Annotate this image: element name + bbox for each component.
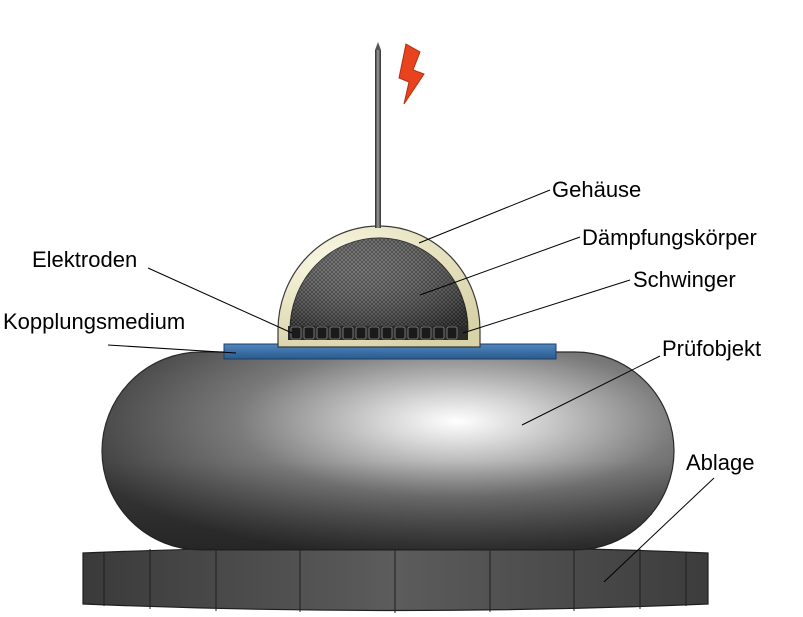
label-schwinger: Schwinger xyxy=(633,267,736,292)
transducer-element xyxy=(288,326,468,340)
label-gehaeuse: Gehäuse xyxy=(552,177,641,202)
leader-line-schwinger xyxy=(462,279,631,334)
label-pruefobjekt: Prüfobjekt xyxy=(662,336,761,361)
lightning-bolt-icon xyxy=(398,43,425,105)
label-elektroden: Elektroden xyxy=(32,247,137,272)
test-object-torus xyxy=(101,351,675,551)
signal-cable-rod xyxy=(375,42,381,228)
leader-line-kopplungsmedium xyxy=(107,344,237,354)
leader-line-daempfungskoerper xyxy=(419,236,581,296)
leader-line-elektroden xyxy=(147,267,293,334)
leader-line-pruefobjekt xyxy=(521,355,661,426)
label-kopplungsmedium: Kopplungsmedium xyxy=(3,309,185,334)
damping-body xyxy=(289,237,469,331)
label-daempfungskoerper: Dämpfungskörper xyxy=(582,225,757,250)
leader-lines xyxy=(107,189,715,583)
base-plate xyxy=(82,545,709,613)
leader-line-gehaeuse xyxy=(418,189,551,244)
label-ablage: Ablage xyxy=(686,450,755,475)
leader-line-ablage xyxy=(603,477,715,583)
